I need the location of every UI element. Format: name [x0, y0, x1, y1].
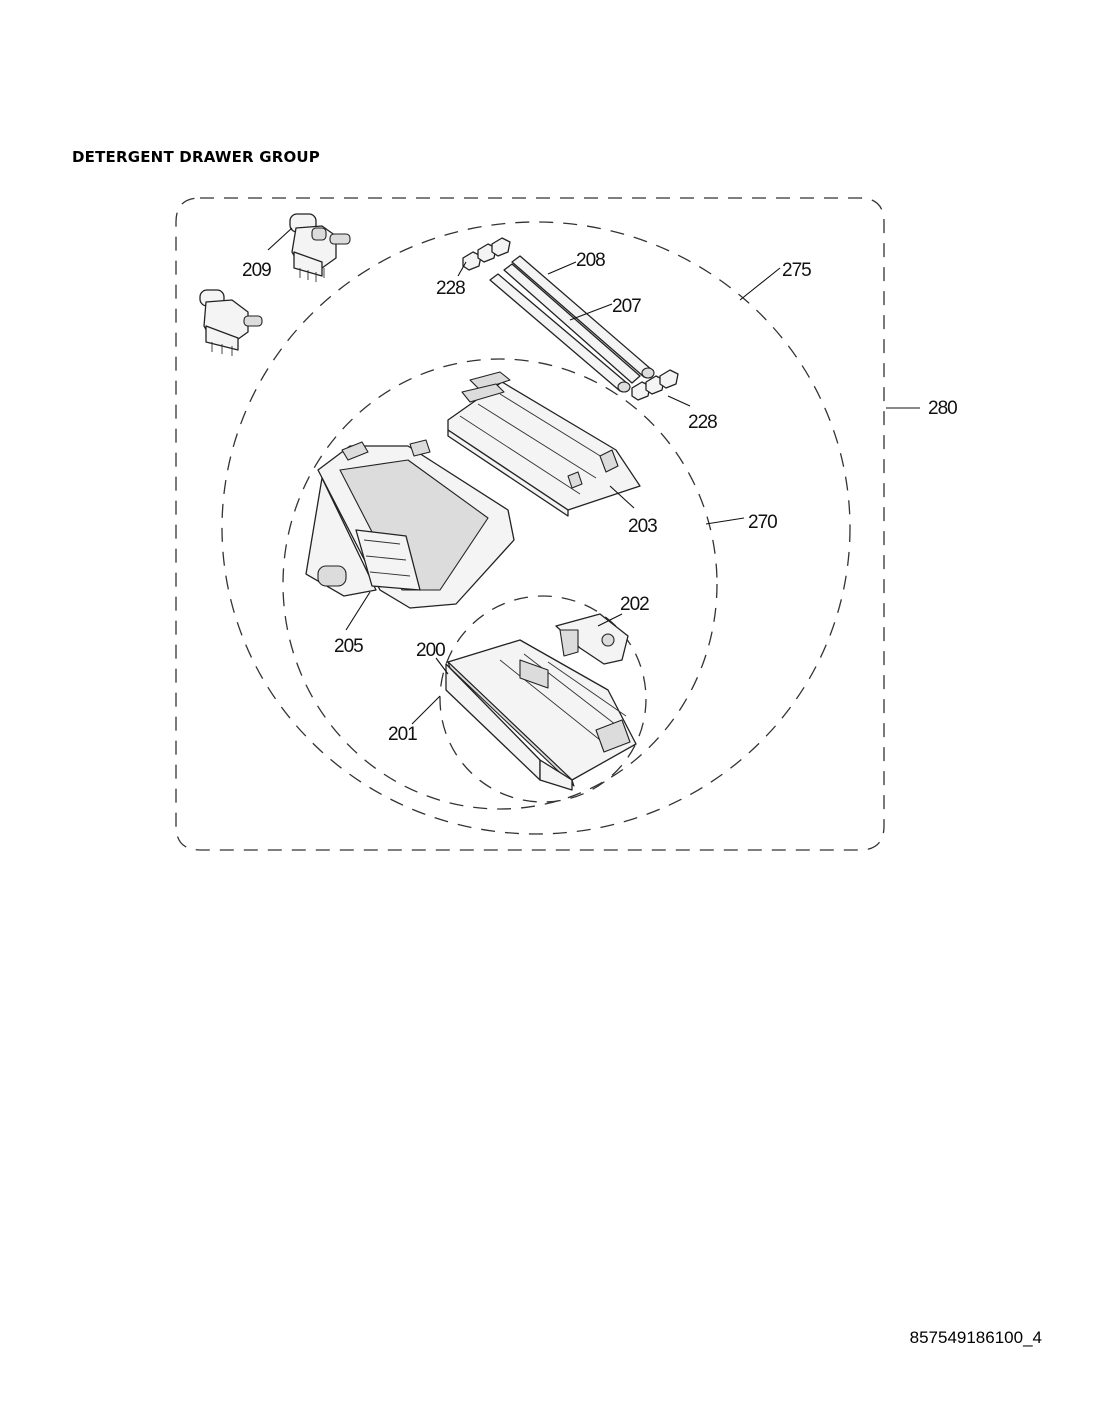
part-228-hose-clips-lower [631, 369, 679, 401]
part-203-distributor-lid [447, 371, 641, 517]
callout-200: 200 [416, 640, 445, 661]
callout-275: 275 [782, 260, 811, 281]
document-number: 857549186100_4 [909, 1328, 1042, 1347]
group-boundary-275 [221, 221, 851, 835]
part-202-siphon-cap [555, 613, 629, 665]
group-boundary-201 [439, 595, 647, 803]
part-209-double-valve [289, 213, 351, 282]
leader-lines [267, 227, 920, 725]
part-209-single-valve [199, 289, 263, 356]
callout-208: 208 [576, 250, 605, 271]
callout-270: 270 [748, 512, 777, 533]
part-205-drawer-housing [305, 439, 515, 609]
part-208-hose [511, 255, 655, 379]
part-200-dispenser-drawer [445, 639, 637, 791]
callout-209: 209 [242, 260, 271, 281]
group-boundary-270 [282, 358, 718, 810]
callout-207: 207 [612, 296, 641, 317]
group-boundary-280 [175, 197, 885, 851]
part-228-hose-clips-upper [462, 237, 511, 271]
callout-205: 205 [334, 636, 363, 657]
part-207-hose [489, 263, 641, 393]
callout-228-upper: 228 [436, 278, 465, 299]
callout-203: 203 [628, 516, 657, 537]
callout-201: 201 [388, 724, 417, 745]
callout-202: 202 [620, 594, 649, 615]
diagram-title: DETERGENT DRAWER GROUP [72, 148, 320, 166]
callout-280: 280 [928, 398, 957, 419]
callout-228-lower: 228 [688, 412, 717, 433]
